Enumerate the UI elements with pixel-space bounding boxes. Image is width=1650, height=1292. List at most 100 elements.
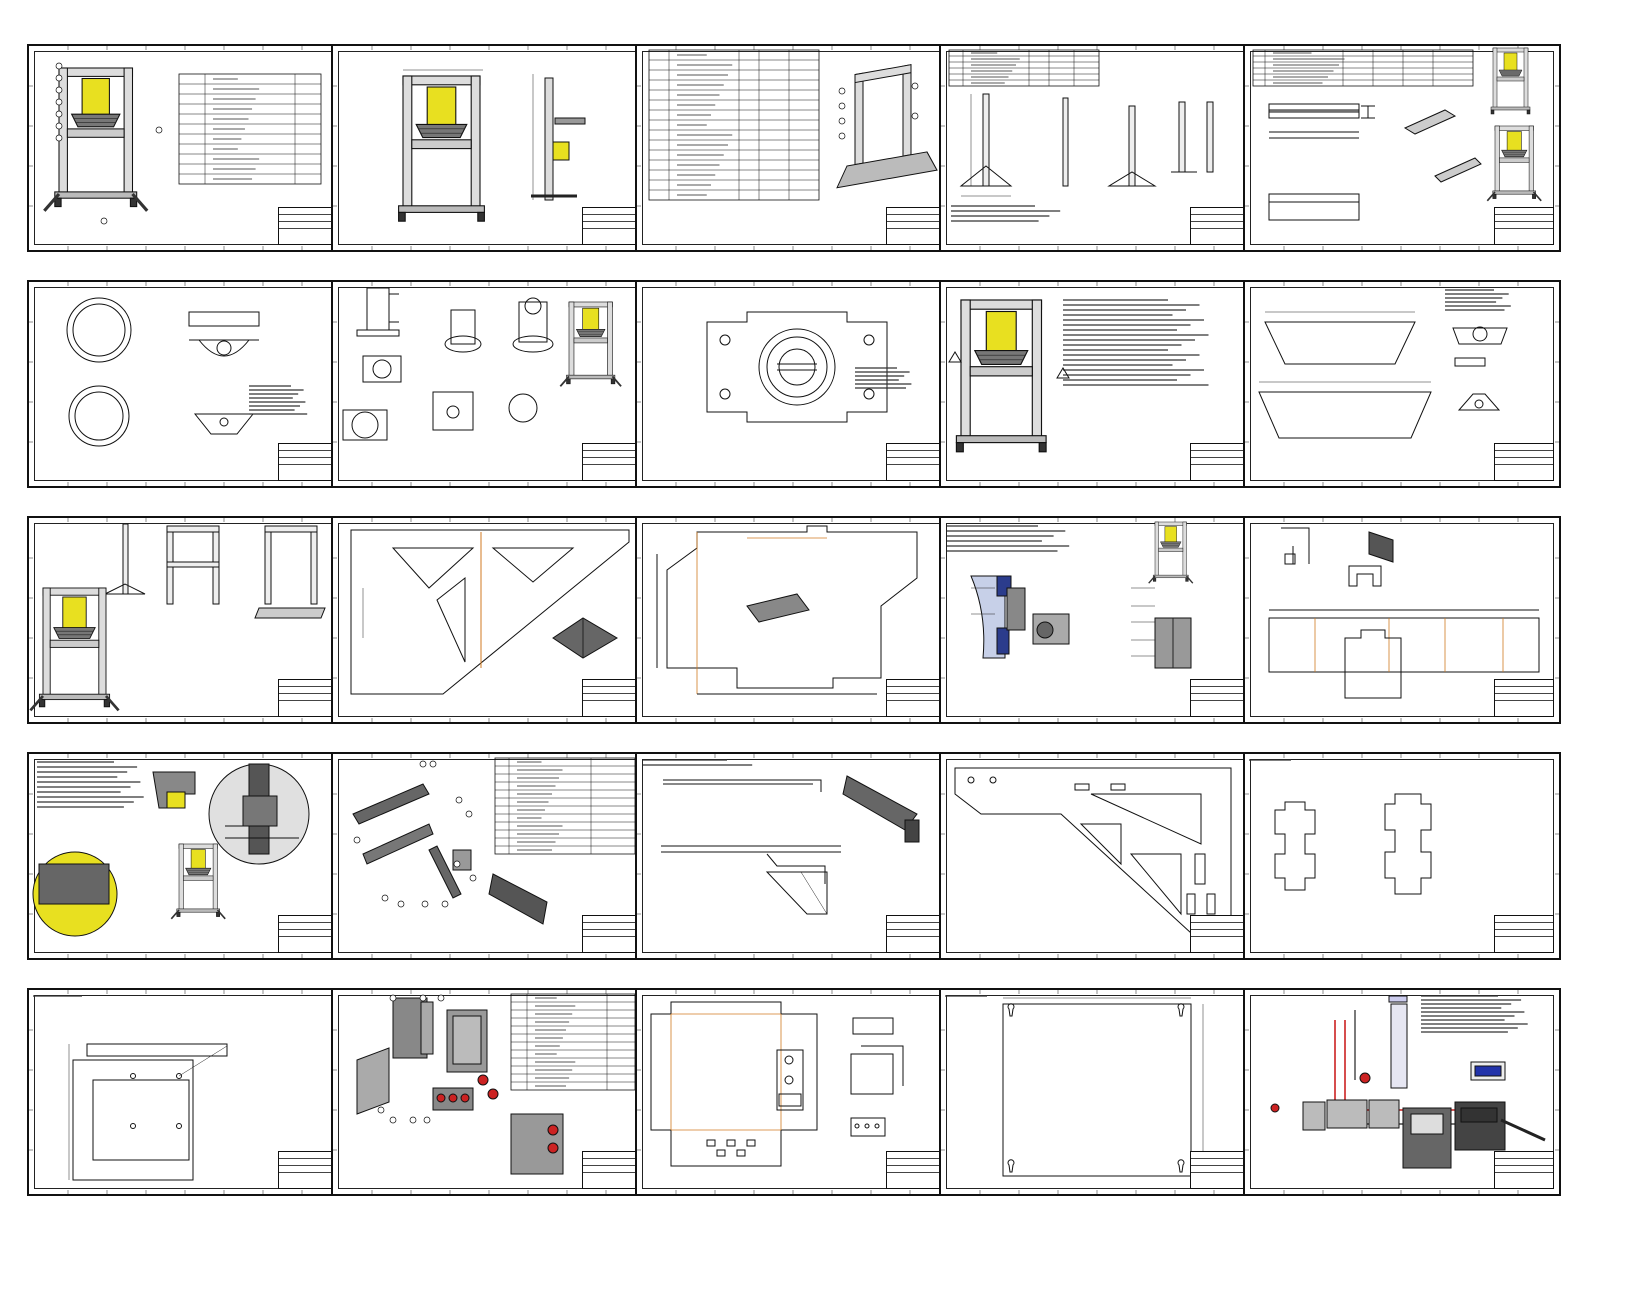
drawing-arm-profile-views <box>637 754 951 958</box>
title-block-row <box>1191 1166 1249 1173</box>
title-block-row <box>1495 451 1553 458</box>
drawing-base-plate <box>637 282 951 486</box>
title-block <box>278 1151 338 1189</box>
title-block-row <box>1191 1152 1249 1159</box>
drawing-sheet-base-plate <box>635 280 953 488</box>
title-block-row <box>279 444 337 451</box>
title-block <box>278 443 338 481</box>
drawing-beam-details <box>1245 46 1559 250</box>
sheet-border <box>1250 51 1554 245</box>
title-block-row <box>583 215 641 222</box>
title-block-row <box>279 680 337 687</box>
title-block-row <box>279 222 337 229</box>
title-block-row <box>1191 1159 1249 1166</box>
title-block-row <box>1495 930 1553 937</box>
title-block-row <box>887 1166 945 1173</box>
title-block <box>1190 1151 1250 1189</box>
drawing-sheet-frame-assembly-steps <box>27 516 345 724</box>
title-block-row <box>279 451 337 458</box>
title-block-row <box>583 1152 641 1159</box>
title-block-row <box>1495 687 1553 694</box>
drawing-sheet-arm-gusset-large <box>939 752 1257 960</box>
drawing-bracket-flat-pattern <box>1245 518 1559 722</box>
title-block <box>1494 1151 1554 1189</box>
drawing-sheet-trapezoid-plates <box>1243 280 1561 488</box>
title-block-row <box>279 916 337 923</box>
drawing-ring-plates <box>29 282 343 486</box>
sheet-border <box>1250 523 1554 717</box>
drawing-sheet-platform-plate <box>635 516 953 724</box>
title-block-row <box>1495 923 1553 930</box>
drawing-sheet-bom-with-frame-iso <box>635 44 953 252</box>
title-block-row <box>887 687 945 694</box>
title-block <box>278 915 338 953</box>
drawing-front-side-views <box>333 46 647 250</box>
title-block-row <box>887 215 945 222</box>
title-block-row <box>1495 694 1553 701</box>
title-block <box>582 679 642 717</box>
drawing-assembly-iso-with-bom <box>29 46 343 250</box>
title-block-row <box>583 916 641 923</box>
title-block-row <box>583 444 641 451</box>
drawing-bom-with-frame-iso <box>637 46 951 250</box>
drawing-sheet-wiring-diagram <box>1243 988 1561 1196</box>
title-block-row <box>887 680 945 687</box>
title-block <box>1190 679 1250 717</box>
title-block-row <box>1191 444 1249 451</box>
title-block-row <box>279 215 337 222</box>
drawing-section-detail <box>941 518 1255 722</box>
title-block-row <box>1191 923 1249 930</box>
drawing-sheet-arm-profile-views <box>635 752 953 960</box>
title-block-row <box>583 1159 641 1166</box>
title-block-row <box>887 444 945 451</box>
drawing-slotted-plates <box>1245 754 1559 958</box>
title-block-row <box>583 680 641 687</box>
title-block-row <box>1495 208 1553 215</box>
drawing-box-flat-pattern <box>637 990 951 1194</box>
title-block <box>886 443 946 481</box>
title-block <box>886 679 946 717</box>
title-block <box>278 207 338 245</box>
drawing-mounting-plate <box>941 990 1255 1194</box>
title-block <box>886 1151 946 1189</box>
title-block-row <box>1495 1166 1553 1173</box>
drawing-arm-exploded-bom <box>333 754 647 958</box>
drawing-sheet-rail-detail-callouts <box>27 752 345 960</box>
title-block-row <box>279 458 337 465</box>
drawing-wiring-diagram <box>1245 990 1559 1194</box>
title-block-row <box>583 930 641 937</box>
title-block-row <box>887 451 945 458</box>
title-block-row <box>887 208 945 215</box>
drawing-press-front-view-notes <box>941 282 1255 486</box>
title-block-row <box>887 694 945 701</box>
drawing-sheet-gusset-plate <box>331 516 649 724</box>
drawing-trapezoid-plates <box>1245 282 1559 486</box>
drawing-sheet-arm-exploded-bom <box>331 752 649 960</box>
title-block-row <box>583 1166 641 1173</box>
title-block-row <box>1495 1159 1553 1166</box>
title-block-row <box>887 916 945 923</box>
title-block-row <box>279 694 337 701</box>
title-block-row <box>583 694 641 701</box>
title-block-row <box>887 1152 945 1159</box>
title-block-row <box>887 222 945 229</box>
drawing-sheet-panel-hole-pattern <box>27 988 345 1196</box>
title-block-row <box>1191 680 1249 687</box>
title-block-row <box>279 1152 337 1159</box>
drawing-sheet-front-side-views <box>331 44 649 252</box>
title-block-row <box>1191 687 1249 694</box>
drawing-frame-assembly-steps <box>29 518 343 722</box>
drawing-sheet-control-box-exploded-bom <box>331 988 649 1196</box>
title-block-row <box>1495 680 1553 687</box>
title-block <box>886 915 946 953</box>
title-block <box>886 207 946 245</box>
drawing-sheet-bracket-flat-pattern <box>1243 516 1561 724</box>
title-block-row <box>279 930 337 937</box>
drawing-gusset-plate <box>333 518 647 722</box>
title-block-row <box>583 222 641 229</box>
drawing-jack-mount-parts <box>333 282 647 486</box>
title-block <box>1190 915 1250 953</box>
title-block <box>1494 915 1554 953</box>
title-block-row <box>1191 215 1249 222</box>
